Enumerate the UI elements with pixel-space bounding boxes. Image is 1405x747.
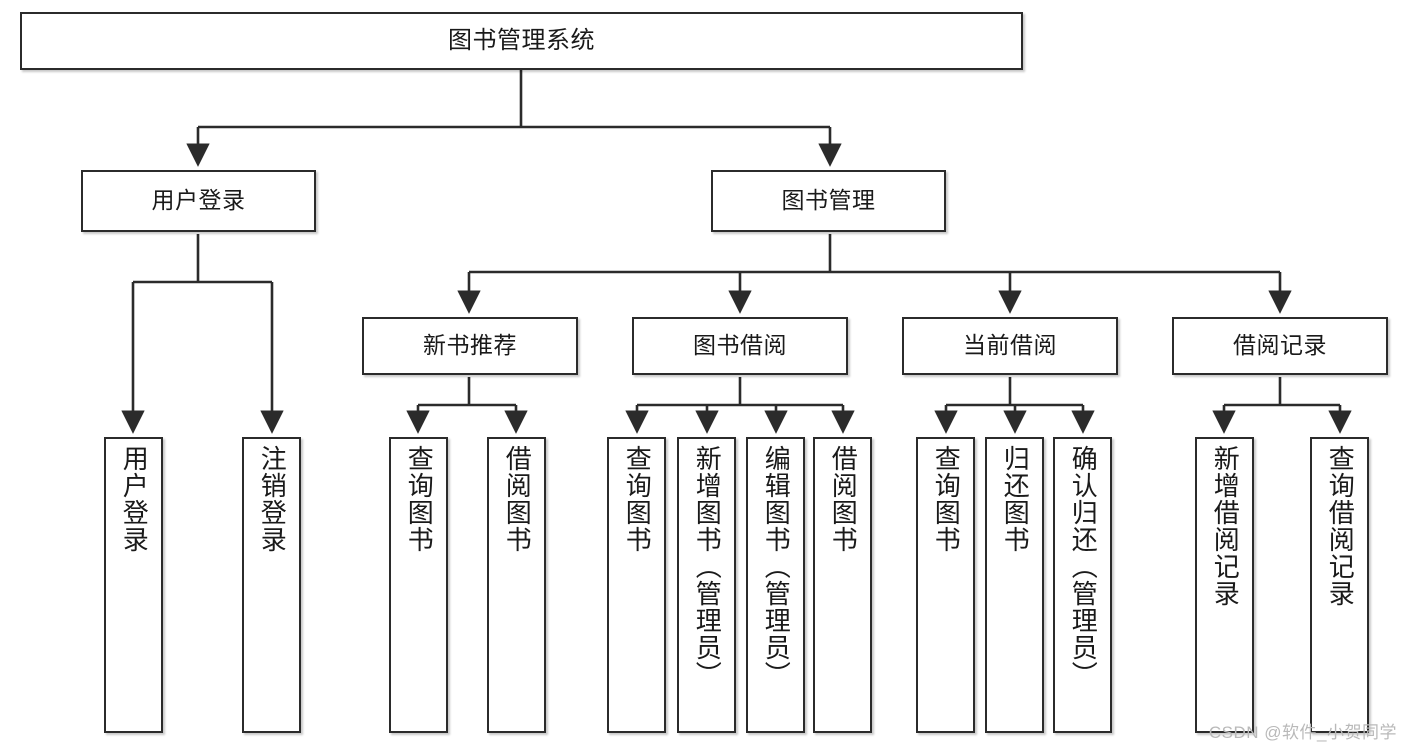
- node-label: 图书借阅: [693, 332, 787, 359]
- node-label: 用户登录: [151, 187, 246, 214]
- node-label: 查询借阅记录: [1325, 445, 1356, 607]
- leaf-borrow-book-1[interactable]: 借阅图书: [487, 437, 546, 733]
- leaf-add-book[interactable]: 新增图书（管理员）: [677, 437, 736, 733]
- node-label: 查询图书: [931, 445, 962, 553]
- leaf-add-record[interactable]: 新增借阅记录: [1195, 437, 1254, 733]
- node-label: 注销登录: [257, 445, 288, 553]
- node-label: 确认归还（管理员）: [1068, 445, 1099, 688]
- leaf-query-book-3[interactable]: 查询图书: [916, 437, 975, 733]
- leaf-query-book-2[interactable]: 查询图书: [607, 437, 666, 733]
- leaf-query-book-1[interactable]: 查询图书: [389, 437, 448, 733]
- node-label: 当前借阅: [963, 332, 1057, 359]
- node-label: 借阅记录: [1233, 332, 1327, 359]
- node-book-management-system[interactable]: 图书管理系统: [20, 12, 1023, 70]
- node-label: 新书推荐: [423, 332, 517, 359]
- node-label: 图书管理: [781, 187, 876, 214]
- leaf-edit-book[interactable]: 编辑图书（管理员）: [746, 437, 805, 733]
- node-book-borrow[interactable]: 图书借阅: [632, 317, 848, 375]
- node-label: 借阅图书: [502, 445, 533, 553]
- leaf-return-book[interactable]: 归还图书: [985, 437, 1044, 733]
- node-label: 图书管理系统: [448, 26, 595, 54]
- watermark: CSDN @软件_小贺同学: [1208, 723, 1397, 742]
- node-label: 查询图书: [622, 445, 653, 553]
- leaf-user-login[interactable]: 用户登录: [104, 437, 163, 733]
- leaf-borrow-book-2[interactable]: 借阅图书: [813, 437, 872, 733]
- node-label: 编辑图书（管理员）: [761, 445, 792, 688]
- node-book-management[interactable]: 图书管理: [711, 170, 946, 232]
- node-current-borrow[interactable]: 当前借阅: [902, 317, 1118, 375]
- node-label: 归还图书: [1000, 445, 1031, 553]
- node-label: 新增借阅记录: [1210, 445, 1241, 607]
- leaf-confirm-return[interactable]: 确认归还（管理员）: [1053, 437, 1112, 733]
- node-user-login[interactable]: 用户登录: [81, 170, 316, 232]
- node-new-book-recommend[interactable]: 新书推荐: [362, 317, 578, 375]
- node-borrow-record[interactable]: 借阅记录: [1172, 317, 1388, 375]
- node-label: 借阅图书: [828, 445, 859, 553]
- node-label: 新增图书（管理员）: [692, 445, 723, 688]
- node-label: 用户登录: [119, 445, 150, 553]
- leaf-query-record[interactable]: 查询借阅记录: [1310, 437, 1369, 733]
- leaf-logout-login[interactable]: 注销登录: [242, 437, 301, 733]
- node-label: 查询图书: [404, 445, 435, 553]
